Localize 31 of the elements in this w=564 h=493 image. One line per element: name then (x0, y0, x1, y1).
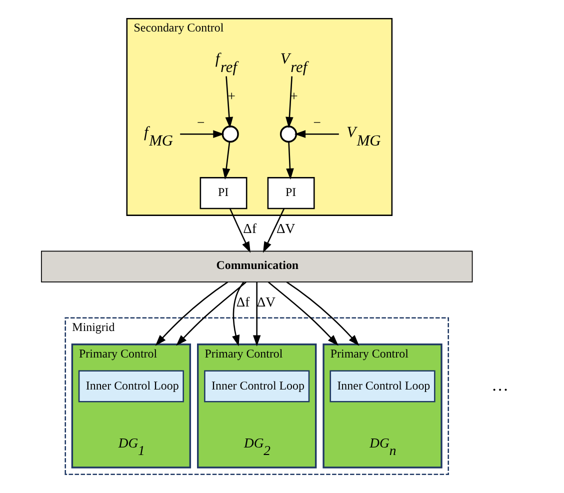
label: … (491, 376, 508, 395)
edge-label: ΔV (276, 221, 295, 236)
edge-label: − (196, 115, 204, 130)
node-box: Inner Control Loop (78, 370, 184, 402)
arrow (286, 282, 359, 346)
arrow (232, 282, 244, 346)
edge-label: + (227, 88, 235, 104)
edge-label: + (290, 88, 298, 104)
arrow (154, 282, 228, 346)
arrow (262, 208, 284, 253)
node-box: Communication (40, 250, 472, 282)
arrow (176, 282, 246, 346)
arrow (268, 282, 338, 346)
edge-label: ΔV (256, 294, 276, 310)
arrow (180, 130, 224, 138)
arrow (224, 76, 233, 128)
node-circle (221, 126, 238, 143)
edge-label: − (312, 115, 320, 130)
arrow (228, 208, 250, 253)
node-box: Inner Control Loop (204, 370, 310, 402)
arrow (294, 130, 338, 138)
arrow (222, 142, 230, 180)
arrow (286, 142, 294, 180)
node-circle (279, 126, 297, 143)
node-box: PI (199, 177, 247, 210)
node-box: PI (266, 177, 314, 210)
node-box: Inner Control Loop (329, 370, 435, 402)
arrow (252, 282, 260, 346)
edge-label: Δf (236, 294, 250, 310)
edge-label: Δf (242, 221, 256, 236)
arrow (285, 76, 293, 128)
